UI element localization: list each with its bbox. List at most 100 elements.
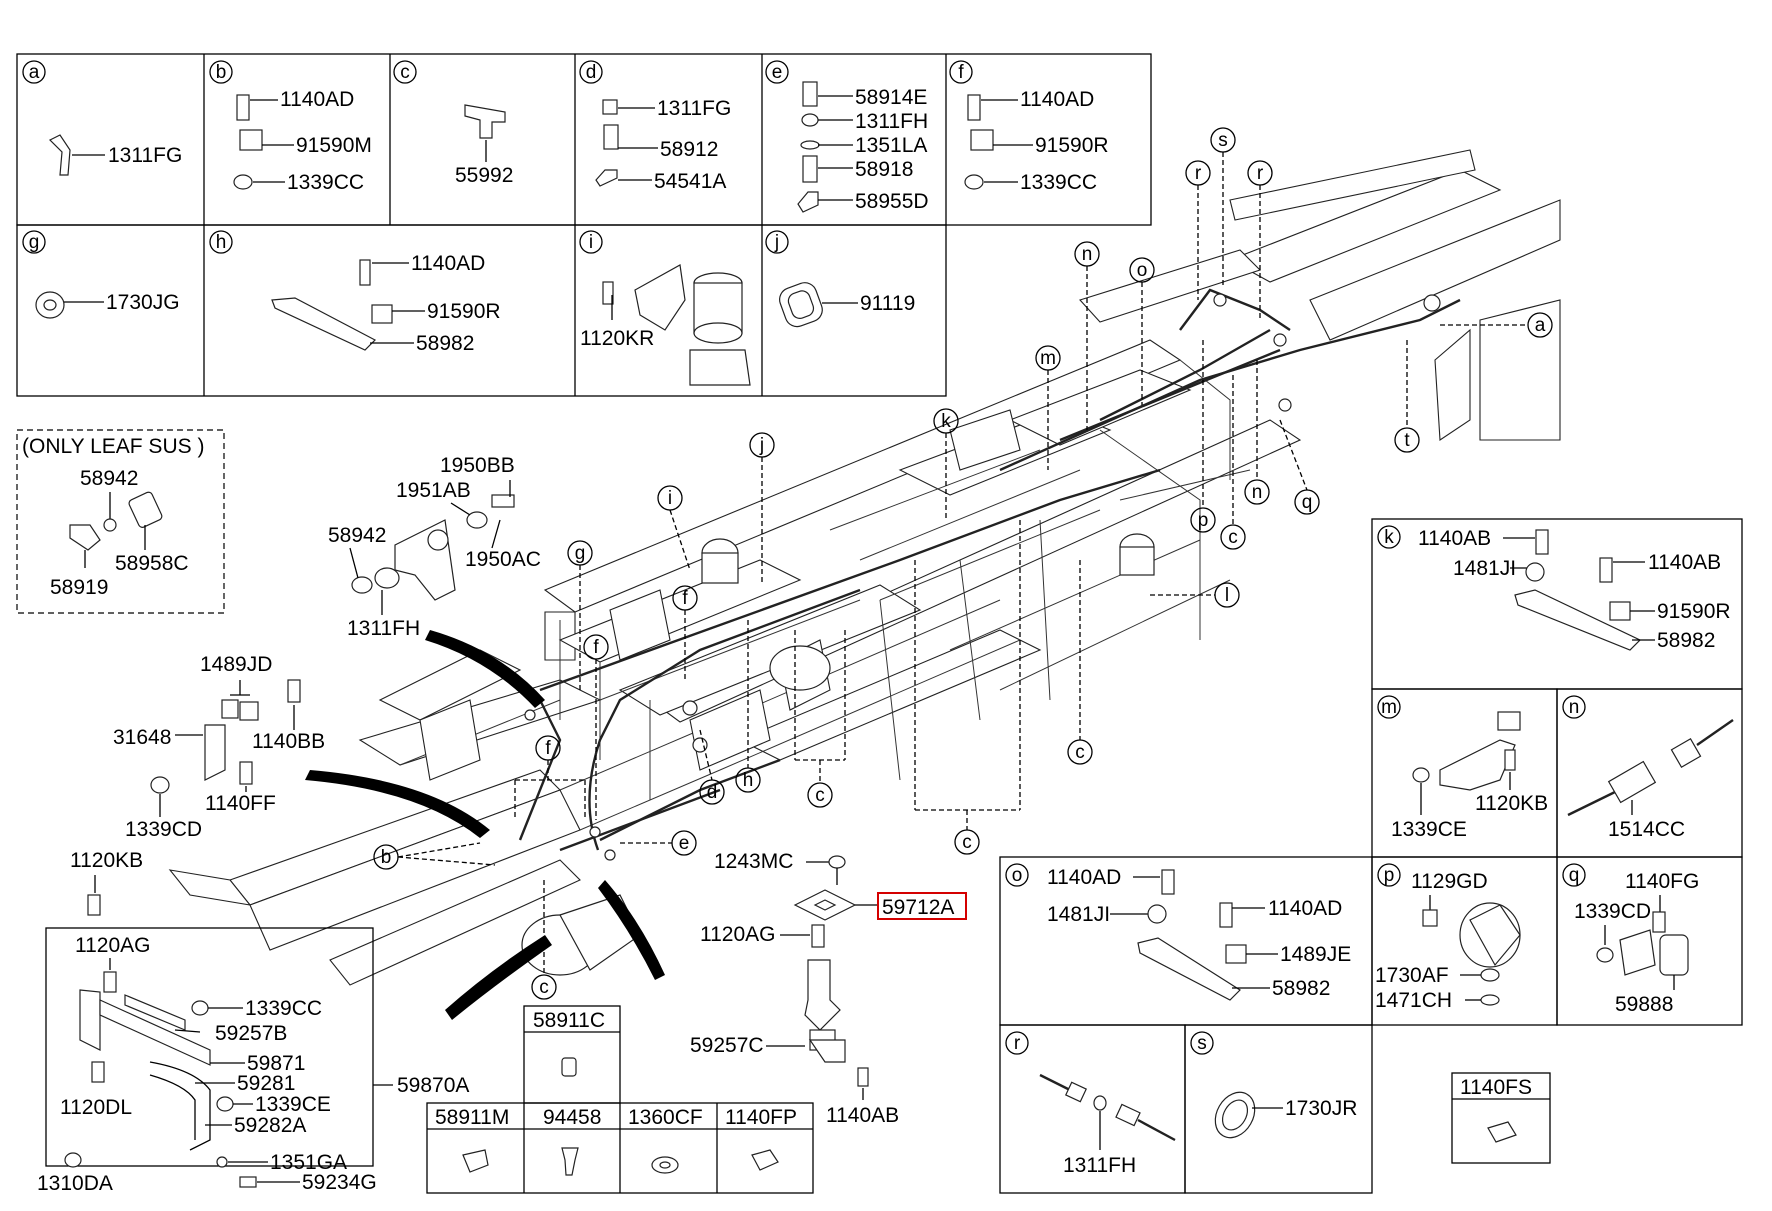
- box-letter: a: [29, 62, 40, 83]
- box-1140FS: 1140FS: [1451, 1072, 1551, 1164]
- left-labels: 1950BB 1951AB 58942 1950AC 1311FH 1489JD…: [70, 454, 541, 916]
- box-d: d 1311FG 58912 54541A: [579, 60, 731, 193]
- box-n: n 1514CC: [1556, 688, 1743, 858]
- part-label: 58911C: [533, 1009, 605, 1032]
- callout-f: f: [545, 738, 551, 759]
- part-label: 91590R: [1657, 600, 1731, 623]
- part-label: 58912: [660, 138, 718, 161]
- part-label: 59234G: [302, 1171, 377, 1194]
- assembly-59870A: 59870A 1120AG 1339CC 59257B 59871 59281 …: [37, 927, 469, 1195]
- part-label: 1950AC: [465, 548, 541, 571]
- box-letter: g: [29, 232, 40, 253]
- part-label: 59257B: [215, 1022, 287, 1045]
- part-label: 94458: [543, 1106, 601, 1129]
- callouts: a s r r n o m k j i: [373, 127, 1553, 1000]
- callout-h: h: [743, 770, 754, 791]
- part-label: 58955D: [855, 190, 929, 213]
- callout-t: t: [1404, 430, 1410, 451]
- box-letter: c: [400, 62, 410, 83]
- part-label: 1311FG: [657, 97, 731, 120]
- leaf-sus-title: (ONLY LEAF SUS ): [22, 435, 204, 458]
- part-label: 58942: [328, 524, 386, 547]
- part-label: 91590R: [427, 300, 501, 323]
- callout-l: l: [1225, 585, 1229, 606]
- part-label: 1951AB: [396, 479, 471, 502]
- part-label: 1351GA: [270, 1151, 347, 1174]
- box-r: r 1311FH: [999, 1024, 1186, 1194]
- part-label: 31648: [113, 726, 171, 749]
- callout-k: k: [941, 411, 951, 432]
- part-label: 1310DA: [37, 1172, 113, 1195]
- box-m: m 1339CE 1120KB: [1371, 688, 1558, 858]
- part-label: 1730AF: [1375, 964, 1449, 987]
- part-label: 1339CC: [1020, 171, 1097, 194]
- part-label: 1140BB: [252, 730, 325, 753]
- part-label: 1140AD: [1020, 88, 1094, 111]
- highlight-59712A-frame: [877, 892, 967, 920]
- part-label-highlighted: 59712A: [882, 896, 954, 919]
- box-h: h 1140AD 91590R 58982: [209, 230, 501, 355]
- part-label: 1489JD: [200, 653, 272, 676]
- part-label: 1140AD: [280, 88, 354, 111]
- part-label: 1339CD: [1574, 900, 1651, 923]
- part-label: 91590M: [296, 134, 372, 157]
- box-letter: s: [1197, 1033, 1207, 1054]
- callout-c: c: [539, 977, 549, 998]
- callout-c: c: [962, 832, 972, 853]
- callout-j: j: [759, 435, 764, 456]
- callout-q: q: [1302, 492, 1313, 513]
- part-label: 1311FG: [108, 144, 182, 167]
- callout-n: n: [1252, 482, 1263, 503]
- callout-r: r: [1257, 163, 1264, 184]
- callout-e: e: [679, 833, 690, 854]
- box-p: p 1129GD 1730AF 1471CH: [1371, 856, 1558, 1026]
- part-label: 1730JR: [1285, 1097, 1357, 1120]
- box-letter: m: [1381, 697, 1397, 718]
- callout-f: f: [682, 588, 688, 609]
- callout-c: c: [815, 785, 825, 806]
- part-label: 59888: [1615, 993, 1673, 1016]
- part-label: 1471CH: [1375, 989, 1452, 1012]
- box-letter: h: [216, 232, 227, 253]
- box-c: c 55992: [393, 60, 513, 187]
- callout-n: n: [1082, 244, 1093, 265]
- part-label: 59282A: [234, 1114, 306, 1137]
- part-label: 58982: [1272, 977, 1330, 1000]
- callout-s: s: [1218, 130, 1228, 151]
- box-i: i 1120KR: [579, 230, 751, 386]
- box-e: e 58914E 1311FH 1351LA 58918 58955D: [765, 60, 929, 213]
- part-label: 54541A: [654, 170, 726, 193]
- box-letter: q: [1569, 865, 1580, 886]
- part-label: 1140AD: [411, 252, 485, 275]
- callout-o: o: [1137, 260, 1148, 281]
- part-label: 1140FF: [205, 792, 276, 815]
- part-label: 1481JI: [1453, 557, 1516, 580]
- part-label: 1950BB: [440, 454, 515, 477]
- part-label: 58918: [855, 158, 913, 181]
- box-f: f 1140AD 91590R 1339CC: [949, 60, 1109, 194]
- box-letter: p: [1384, 865, 1395, 886]
- callout-f: f: [593, 637, 599, 658]
- part-label: 58919: [50, 576, 108, 599]
- box-letter: b: [216, 62, 227, 83]
- callout-g: g: [575, 543, 586, 564]
- part-label: 1120KB: [1475, 792, 1548, 815]
- part-label: 91590R: [1035, 134, 1109, 157]
- callout-d: d: [707, 782, 718, 803]
- part-label: 1140AB: [826, 1104, 899, 1127]
- part-label: 1140AD: [1047, 866, 1121, 889]
- part-label: 1140FS: [1460, 1076, 1532, 1099]
- part-label: 59870A: [397, 1074, 469, 1097]
- part-label: 1140FG: [1625, 870, 1699, 893]
- part-label: 1339CD: [125, 818, 202, 841]
- part-label: 91119: [860, 292, 915, 315]
- part-label: 1120AG: [700, 923, 776, 946]
- box-b: b 1140AD 91590M 1339CC: [209, 60, 372, 194]
- part-label: 55992: [455, 164, 513, 187]
- box-letter: d: [586, 62, 597, 83]
- part-label: 1339CE: [1391, 818, 1467, 841]
- only-leaf-sus-box: (ONLY LEAF SUS ) 58942 58958C 58919: [16, 429, 225, 614]
- part-label: 1351LA: [855, 134, 927, 157]
- callout-r: r: [1195, 163, 1202, 184]
